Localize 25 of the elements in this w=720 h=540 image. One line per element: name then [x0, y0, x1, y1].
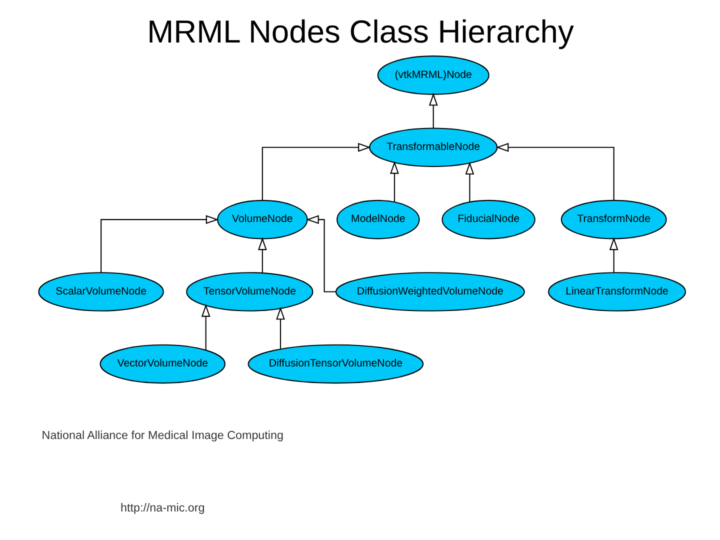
label: National Alliance for Medical Image Computing — [41, 429, 283, 442]
node-ellipse: TransformNode — [560, 200, 666, 240]
node-ellipse: (vtkMRML)Node — [376, 56, 489, 95]
node-ellipse: LinearTransformNode — [548, 272, 686, 312]
diagram-title: MRML Nodes Class Hierarchy — [146, 13, 574, 50]
arrow — [495, 142, 614, 200]
node-ellipse: ModelNode — [336, 200, 420, 240]
arrow — [276, 306, 284, 349]
arrow — [428, 92, 438, 128]
arrow — [257, 237, 266, 273]
node-ellipse: FiducialNode — [441, 200, 535, 240]
node-ellipse: VolumeNode — [216, 200, 308, 240]
arrow — [464, 162, 474, 202]
node-ellipse: DiffusionWeightedVolumeNode — [334, 272, 524, 312]
node-ellipse: VectorVolumeNode — [99, 344, 226, 384]
node-ellipse: TensorVolumeNode — [186, 272, 313, 312]
node-ellipse: ScalarVolumeNode — [38, 272, 164, 312]
arrow — [608, 237, 618, 272]
arrow — [100, 215, 218, 272]
label: http://na-mic.org — [120, 501, 204, 514]
arrow — [390, 161, 398, 202]
node-ellipse: DiffusionTensorVolumeNode — [247, 344, 424, 384]
arrow — [200, 304, 210, 350]
node-ellipse: TransformableNode — [368, 128, 498, 168]
arrow — [261, 142, 370, 200]
